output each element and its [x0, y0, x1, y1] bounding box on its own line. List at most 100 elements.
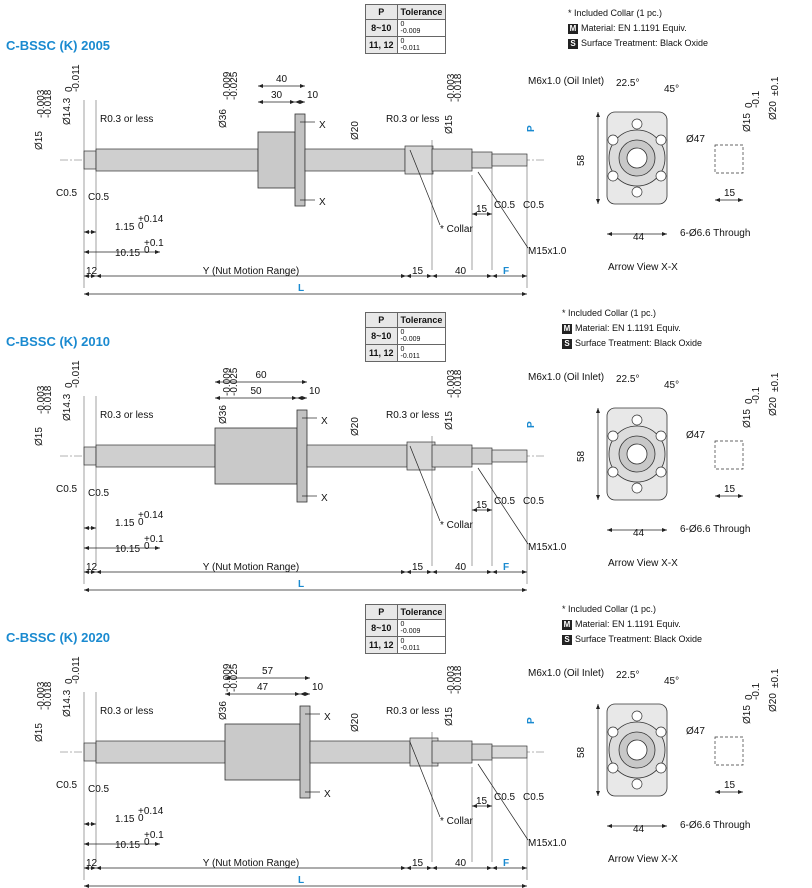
- length-40: 40: [455, 266, 467, 277]
- length-40: 40: [455, 858, 467, 869]
- step-length-15: 15: [476, 204, 488, 215]
- arrow-head: [596, 408, 600, 413]
- tolerance-line: -0.003: [36, 385, 47, 414]
- arrow-head: [738, 790, 743, 794]
- dimension-1-15: 1.15: [115, 814, 135, 825]
- arrow-head: [492, 866, 497, 870]
- tolerance-text: 0-0.011: [64, 360, 82, 388]
- tolerance-value: -0.009-0.025: [222, 663, 240, 692]
- arrow-head: [91, 822, 96, 826]
- length-12: 12: [86, 858, 98, 869]
- arrow-head: [522, 570, 527, 574]
- bolt-hole: [607, 466, 619, 478]
- flange-width-44: 44: [633, 824, 645, 835]
- tol-lower: -0.009: [400, 628, 421, 635]
- arrow-head: [401, 866, 406, 870]
- tolerance-line: -0.025: [229, 367, 240, 396]
- bolt-hole: [631, 118, 643, 130]
- arrow-head: [522, 884, 527, 888]
- tolerance-line: +0.1: [144, 534, 164, 545]
- arrow-head: [84, 884, 89, 888]
- angle-22-5: 22.5°: [616, 670, 639, 681]
- tolerance-value: -0.009-0.025: [222, 71, 240, 100]
- collar-callout: * Collar: [440, 224, 473, 235]
- arrow-head: [91, 526, 96, 530]
- end-key-view: [714, 440, 744, 470]
- arrow-head: [305, 676, 310, 680]
- arrow-head: [596, 112, 600, 117]
- f-label: F: [503, 858, 509, 869]
- bolt-hole: [631, 778, 643, 790]
- chamfer-left-a: C0.5: [56, 484, 78, 495]
- thread-callout: M15x1.0: [528, 246, 567, 257]
- tol-lower: -0.009: [400, 28, 421, 35]
- material-badge: M: [562, 619, 572, 630]
- chamfer-right-b: C0.5: [523, 496, 545, 507]
- collar-seat: [406, 441, 436, 471]
- flange-height-58: 58: [576, 746, 587, 758]
- arrow-head: [300, 100, 305, 104]
- flange-total-length: 40: [276, 74, 288, 85]
- tolerance-line: ±0.1: [770, 668, 781, 688]
- diameter-15-left: Ø15: [34, 427, 45, 446]
- length-12: 12: [86, 266, 98, 277]
- diameter-20: Ø20: [350, 121, 361, 140]
- arrow-head: [427, 866, 432, 870]
- through-hole-callout: 6-Ø6.6 Through: [680, 820, 750, 831]
- pitch-circle-47: Ø47: [686, 430, 705, 441]
- surface-text: Surface Treatment: Black Oxide: [575, 338, 703, 348]
- total-length-label: L: [298, 875, 304, 886]
- angle-22-5: 22.5°: [616, 78, 639, 89]
- bolt-hole: [655, 726, 667, 738]
- thread-callout: M15x1.0: [528, 838, 567, 849]
- arrow-head: [401, 570, 406, 574]
- tolerance-value: -0.003-0.018: [36, 385, 54, 414]
- chamfer-left-b: C0.5: [88, 488, 110, 499]
- arrow-head: [738, 494, 743, 498]
- diameter-15-right: Ø15: [444, 411, 455, 430]
- section-marker-x-bottom: X: [321, 493, 328, 504]
- arrow-head: [300, 84, 305, 88]
- tol-upper: 0: [400, 21, 405, 28]
- dimension-10-15: 10.15: [115, 544, 140, 555]
- header-tolerance: Tolerance: [396, 604, 447, 620]
- tolerance-line: -0.009: [222, 71, 233, 100]
- material-text: Material: EN 1.1191 Equiv.: [575, 619, 681, 629]
- arrow-head: [302, 396, 307, 400]
- arrow-head: [662, 824, 667, 828]
- arrow-head: [715, 198, 720, 202]
- angle-45: 45°: [664, 676, 679, 687]
- diameter-36: Ø36: [218, 701, 229, 720]
- tol-upper: 0: [400, 346, 405, 353]
- nut-body: [214, 427, 298, 485]
- tol-lower: -0.009: [400, 336, 421, 343]
- nut-body: [257, 131, 296, 189]
- diameter-15-right: Ø15: [444, 707, 455, 726]
- nut-motion-range: Y (Nut Motion Range): [203, 858, 300, 869]
- tol-lower: -0.011: [400, 353, 420, 360]
- arrow-head: [302, 380, 307, 384]
- tolerance-text: -0.003-0.018: [36, 681, 54, 710]
- tolerance-value: ±0.1: [770, 668, 781, 688]
- bolt-hole: [631, 482, 643, 494]
- arrow-head: [297, 396, 302, 400]
- key-length-15: 15: [724, 484, 736, 495]
- f-label: F: [503, 266, 509, 277]
- diameter-15-left: Ø15: [34, 723, 45, 742]
- tolerance-line: 0: [144, 245, 150, 256]
- tolerance-line: 0: [64, 86, 75, 92]
- tolerance-line: -0.011: [71, 360, 82, 388]
- arrow-head: [522, 274, 527, 278]
- p-range: 8~10: [365, 619, 398, 637]
- thread-m15: [431, 740, 473, 764]
- tolerance-text: -0.003-0.018: [36, 385, 54, 414]
- arrow-view-label: Arrow View X-X: [608, 854, 678, 865]
